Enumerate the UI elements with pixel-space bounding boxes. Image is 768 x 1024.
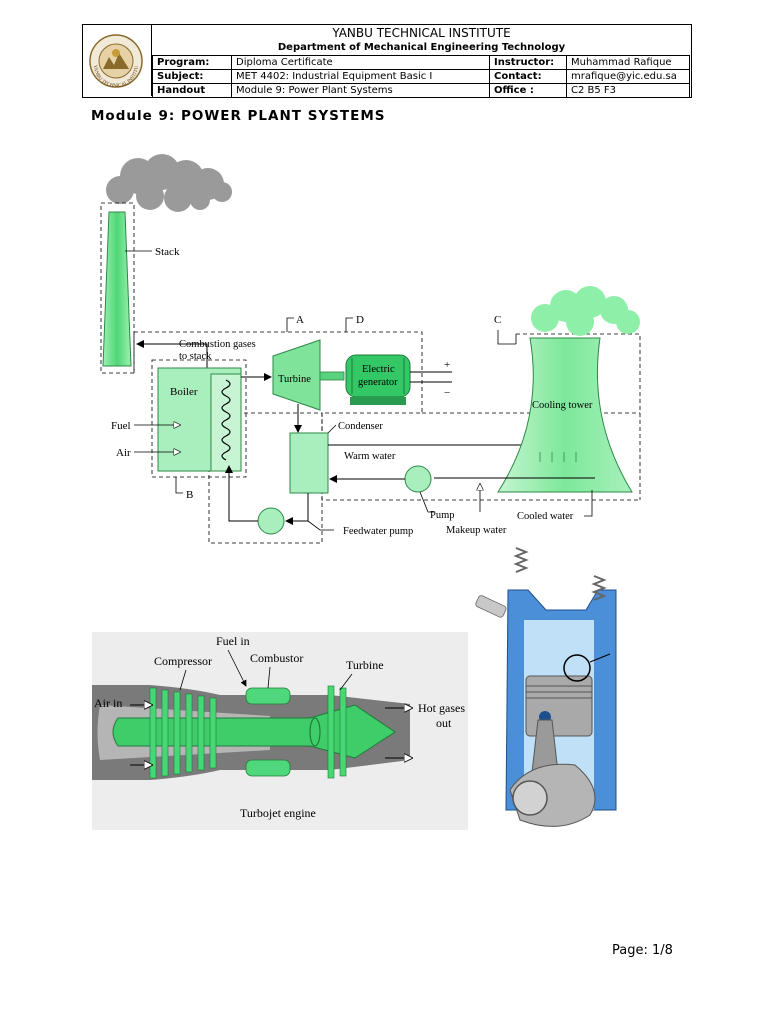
label-d: D: [356, 314, 364, 326]
minus-label: −: [444, 387, 450, 399]
label-c: C: [494, 314, 501, 326]
page-number: Page: 1/8: [612, 943, 673, 958]
cooling-pump: [404, 465, 432, 493]
feedwater-pump: [257, 507, 285, 535]
module-title: Module 9: POWER PLANT SYSTEMS: [91, 108, 386, 124]
department-name: Department of Mechanical Engineering Tec…: [277, 42, 566, 53]
air-in-label: Air in: [94, 696, 122, 710]
turbojet-caption: Turbojet engine: [240, 806, 316, 820]
institute-logo-icon: YANBU TECHNICAL INSTITUTE: [81, 22, 143, 89]
turbojet-turbine-label: Turbine: [346, 658, 384, 672]
condenser: [289, 432, 329, 494]
generator-label: Electric: [362, 364, 395, 375]
piston: [525, 675, 593, 737]
steam-turbine: [272, 339, 321, 411]
hot-gases-label: Hot gases: [418, 701, 465, 715]
header-row-subject: Subject: MET 4402: Industrial Equipment …: [152, 69, 690, 84]
stack-label: Stack: [155, 246, 180, 258]
combustion-gases-label: Combustion gases: [179, 339, 256, 350]
institute-name: YANBU TECHNICAL INSTITUTE: [332, 26, 511, 40]
condenser-label: Condenser: [338, 421, 383, 432]
compressor-label: Compressor: [154, 654, 212, 668]
boiler-coil: [221, 379, 231, 461]
fuel-in-label: Fuel in: [216, 634, 250, 648]
piston-engine-diagram: [475, 547, 617, 827]
feedwater-pump-label: Feedwater pump: [343, 526, 413, 537]
power-plant-diagram: Stack A D C B Combustion gases to stack …: [100, 154, 641, 544]
warm-water-label: Warm water: [344, 451, 396, 462]
combustion-gases-label-2: to stack: [179, 351, 212, 362]
cooling-tower-label: Cooling tower: [532, 400, 593, 411]
handout-label: Handout: [152, 83, 232, 98]
turbojet-diagram: Fuel in Compressor Combustor Turbine Air…: [92, 632, 468, 830]
boiler-label: Boiler: [170, 386, 198, 398]
turbojet-spindle: [112, 704, 396, 759]
turbine-label: Turbine: [278, 374, 311, 385]
electric-generator: Electric generator: [345, 354, 411, 405]
stack-chimney: [102, 211, 132, 367]
turbine-blades: [327, 685, 347, 779]
valve-springs: [513, 547, 607, 601]
label-b: B: [186, 489, 193, 501]
header-row-handout: Handout Module 9: Power Plant Systems Of…: [152, 83, 690, 98]
header-info-table: Program: Diploma Certificate Instructor:…: [152, 55, 690, 98]
document-header: YANBU TECHNICAL INSTITUTE YANBU TECHNICA…: [81, 22, 692, 98]
cooling-tower: Cooling tower: [497, 286, 640, 493]
office-value: C2 B5 F3: [566, 83, 690, 98]
pump-label: Pump: [430, 510, 455, 521]
cooled-water-label: Cooled water: [517, 511, 574, 522]
hot-gases-label-2: out: [436, 716, 452, 730]
combustor-chambers: [245, 687, 291, 777]
compressor-blades: [149, 687, 217, 779]
logo-cell: YANBU TECHNICAL INSTITUTE: [81, 22, 152, 96]
air-label: Air: [116, 447, 131, 459]
fuel-label: Fuel: [111, 420, 131, 432]
smoke-cloud: [106, 154, 232, 212]
plus-label: +: [444, 359, 450, 371]
generator-label-2: generator: [358, 377, 398, 388]
spark-plug-icon: [475, 595, 507, 618]
combustor-label: Combustor: [250, 651, 303, 665]
label-a: A: [296, 314, 304, 326]
makeup-water-label: Makeup water: [446, 525, 507, 536]
